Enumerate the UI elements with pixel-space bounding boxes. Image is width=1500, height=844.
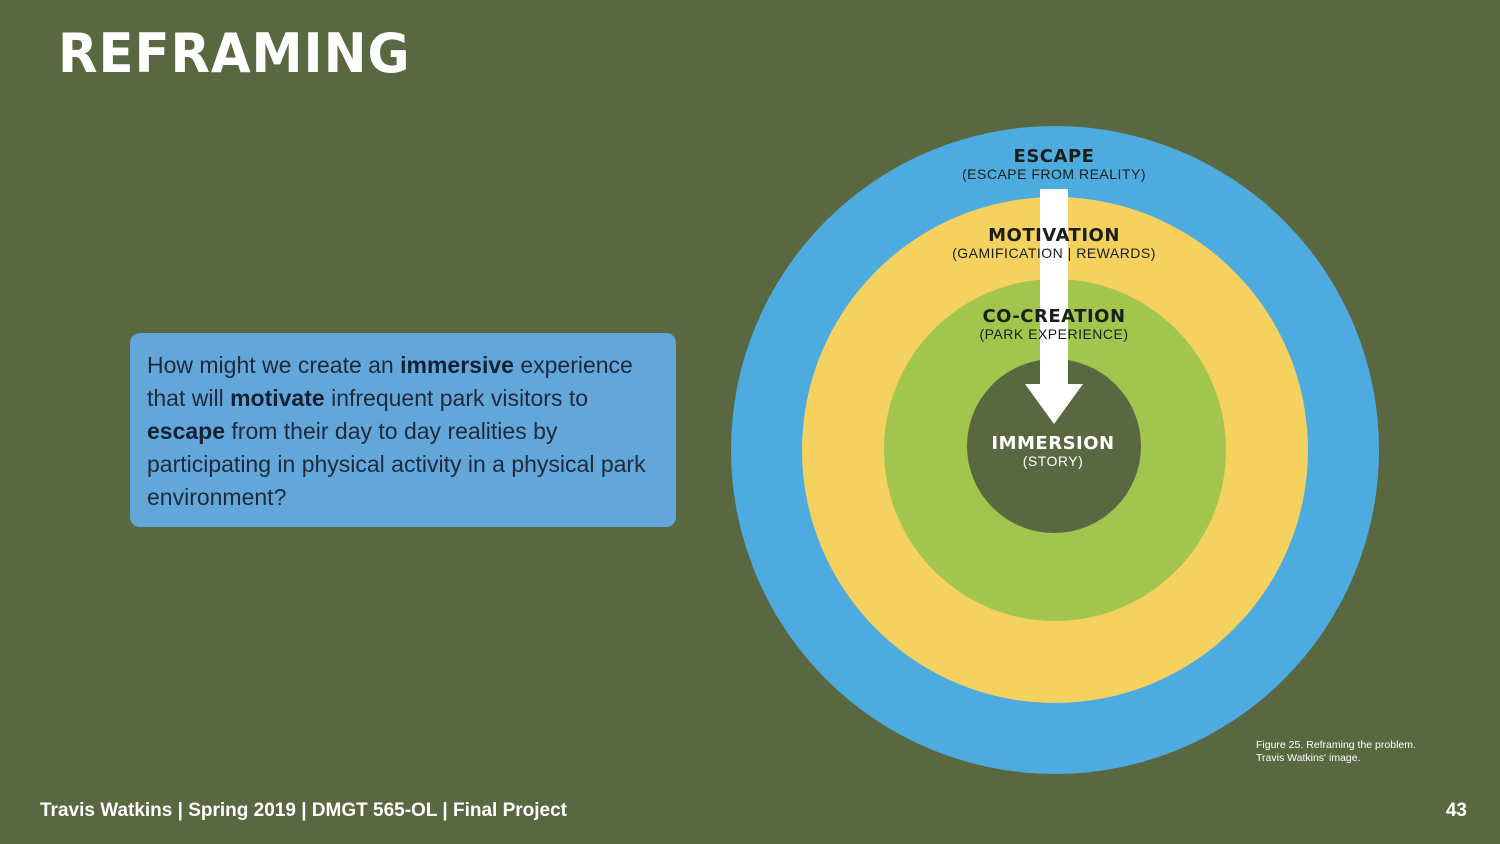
page-number: 43	[1445, 800, 1467, 821]
figure-caption: Figure 25. Reframing the problem. Travis…	[1256, 739, 1416, 765]
question-emphasis-motivate: motivate	[230, 385, 325, 411]
question-part: infrequent park visitors to	[324, 385, 589, 411]
question-emphasis-escape: escape	[147, 418, 226, 444]
question-part: How might we create an	[147, 352, 401, 378]
figure-caption-credit: Travis Watkins' image.	[1256, 752, 1361, 764]
concentric-rings-diagram: ESCAPE (ESCAPE FROM REALITY) MOTIVATION …	[731, 126, 1379, 774]
figure-caption-line: Figure 25. Reframing the problem.	[1256, 739, 1416, 751]
question-text: How might we create an immersive experie…	[147, 349, 660, 514]
ring-immersion-subtitle: (STORY)	[1023, 453, 1084, 469]
ring-motivation-title: MOTIVATION	[988, 225, 1120, 246]
slide-title: REFRAMING	[58, 22, 411, 85]
question-box: How might we create an immersive experie…	[130, 333, 676, 527]
ring-co-creation-subtitle: (PARK EXPERIENCE)	[979, 326, 1128, 342]
ring-escape-title: ESCAPE	[1014, 146, 1095, 167]
question-emphasis-immersive: immersive	[400, 352, 514, 378]
question-part: from their day to day realities by parti…	[147, 418, 646, 510]
ring-immersion-title: IMMERSION	[991, 433, 1114, 454]
slide-footer: Travis Watkins | Spring 2019 | DMGT 565-…	[40, 800, 567, 821]
question-part: experience that will	[147, 352, 633, 411]
ring-co-creation-title: CO-CREATION	[982, 306, 1125, 327]
ring-immersion-core	[967, 359, 1141, 533]
ring-motivation-subtitle: (GAMIFICATION | REWARDS)	[952, 245, 1156, 261]
down-arrow-icon	[1025, 189, 1083, 424]
ring-escape-subtitle: (ESCAPE FROM REALITY)	[962, 166, 1146, 182]
